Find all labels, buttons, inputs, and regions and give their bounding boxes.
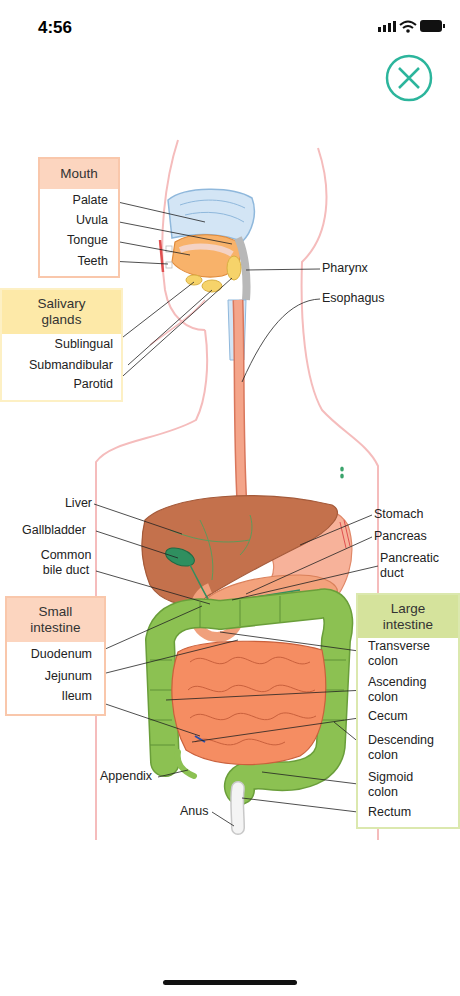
part-label: Liver [30, 496, 92, 511]
leader-line [114, 278, 232, 384]
part-name: Descending colon [368, 733, 442, 763]
esophagus-outline [238, 300, 242, 505]
battery-icon [420, 20, 442, 32]
esophagus [238, 300, 242, 505]
leader-line [220, 632, 366, 652]
leader-line [192, 717, 366, 742]
box-heading: Salivary glands [2, 290, 121, 334]
leader-line [262, 772, 366, 785]
appendix [178, 752, 194, 776]
signal-bar [388, 23, 391, 32]
part-name: Tongue [67, 232, 108, 248]
signal-bar [378, 27, 381, 32]
part-label: Appendix [100, 769, 170, 784]
part-label: Pancreas [374, 529, 454, 544]
small-intestine [172, 641, 326, 764]
part-name: Uvula [76, 212, 108, 228]
part-label: Pharynx [322, 261, 402, 276]
label-box: MouthPalateUvulaTongueTeeth [38, 157, 120, 278]
label-box: Salivary glandsSublingualSubmandibularPa… [0, 288, 123, 402]
wifi-icon [406, 29, 410, 33]
leader-line [242, 798, 366, 813]
stomach-mark [340, 520, 350, 548]
large-intestine [160, 603, 338, 790]
part-label: Common bile duct [36, 548, 96, 578]
close-button [387, 56, 431, 100]
part-label: Esophagus [322, 291, 412, 306]
part-name: Teeth [77, 253, 108, 269]
sublingual-gland [186, 275, 202, 285]
leader-line [96, 571, 210, 604]
mark [340, 467, 344, 472]
lip [160, 240, 163, 272]
part-name: Duodenum [31, 646, 92, 662]
leader-line [94, 606, 202, 654]
part-label: Gallbladder [22, 523, 96, 538]
part-label: Anus [180, 804, 230, 819]
close-icon [399, 68, 419, 88]
intestine-fold [188, 657, 316, 745]
part-label: Stomach [374, 507, 454, 522]
signal-bar [393, 21, 396, 32]
rectum [232, 788, 244, 828]
wifi-icon [400, 22, 416, 29]
status-time: 4:56 [38, 17, 108, 38]
part-label: Pancreatic duct [380, 551, 442, 581]
leader-line [300, 515, 372, 545]
leader-line [242, 299, 320, 382]
leader-line [246, 537, 372, 594]
gallbladder [163, 544, 197, 569]
box-heading: Large intestine [358, 595, 458, 638]
leader-line [166, 690, 366, 700]
home-indicator [163, 980, 297, 985]
parotid-gland [227, 256, 241, 280]
signal-bar [383, 25, 386, 32]
part-name: Ascending colon [368, 675, 442, 705]
tooth [166, 262, 172, 268]
part-name: Sublingual [55, 336, 113, 352]
mark [340, 474, 344, 479]
leader-line [109, 240, 190, 255]
label-box: Small intestineDuodenumJejunumIleum [5, 596, 106, 716]
leader-line [109, 220, 232, 244]
large-intestine-outline [160, 603, 338, 790]
part-name: Sigmoid colon [368, 770, 442, 800]
leader-line [94, 640, 238, 676]
battery-icon [443, 24, 445, 28]
rectum-outline [230, 788, 245, 828]
box-heading: Small intestine [7, 598, 104, 642]
part-name: Jejunum [45, 668, 92, 684]
part-name: Ileum [61, 688, 92, 704]
leader-line [158, 770, 188, 777]
leader-line [94, 504, 182, 534]
part-name: Rectum [368, 805, 442, 820]
box-heading: Mouth [40, 159, 118, 189]
part-name: Cecum [368, 709, 442, 724]
part-name: Submandibular [29, 357, 113, 373]
leader-line [128, 290, 212, 365]
liver-vessel [170, 515, 252, 580]
leader-line [246, 269, 320, 270]
leader-line [109, 200, 205, 222]
part-name: Transverse colon [368, 639, 442, 669]
part-name: Palate [73, 192, 108, 208]
leader-line [114, 282, 194, 344]
part-name: Parotid [73, 376, 113, 392]
leader-line [96, 531, 178, 558]
label-box: Large intestineTransverse colonAscending… [356, 593, 460, 829]
leader-line [212, 812, 234, 826]
tongue-surface [180, 247, 232, 254]
